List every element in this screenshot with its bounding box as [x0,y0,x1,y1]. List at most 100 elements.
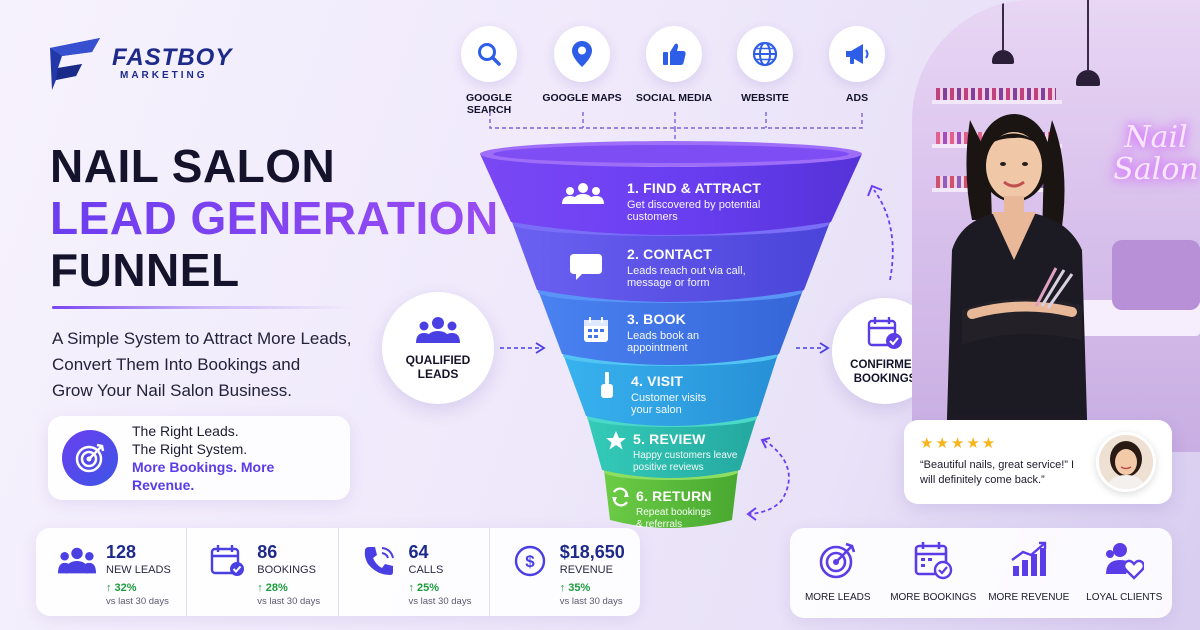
arrow-right-icon [796,342,830,354]
stage-title: 2. CONTACT [627,246,712,262]
stats-panel: 128 NEW LEADS ↑ 32% vs last 30 days 86 B… [36,528,640,616]
benefit-label: MORE BOOKINGS [890,592,977,603]
neon-sign: Nail Salon [1113,120,1199,187]
calendar-check-icon [914,542,953,580]
stat-period: vs last 30 days [408,596,472,607]
confirmed-bookings-label: CONFIRMED BOOKINGS [850,359,920,385]
map-pin-icon [554,26,610,82]
source-label: SOCIAL MEDIA [635,92,713,104]
benefit-label: LOYAL CLIENTS [1086,592,1163,603]
tagline-line-2: The Right System. [132,441,248,457]
source-google-maps[interactable]: GOOGLE MAPS [537,26,627,104]
nail-polish-icon [601,372,613,398]
lamp [1076,70,1100,86]
funnel-stage-6: 6. RETURN Repeat bookings & referrals [636,488,736,531]
people-icon [416,317,460,343]
funnel-stage-3: 3. BOOK Leads book an appointment [627,311,757,354]
stat-change: ↑ 35% [559,582,591,594]
review-card: ★★★★★ “Beautiful nails, great service!” … [904,420,1172,504]
subtitle-line: Convert Them Into Bookings and [52,355,301,374]
salon-chair [1112,240,1200,310]
funnel-stage-return [604,470,738,528]
funnel-stage-4: 4. VISIT Customer visits your salon [631,373,751,416]
star-icon [606,431,626,450]
stat-label: REVENUE [559,564,613,576]
tagline-line-1: The Right Leads. [132,423,239,439]
refresh-icon [612,487,629,507]
calendar-check-icon [867,317,902,349]
brand-logo[interactable]: FASTBOY MARKETING [46,34,232,92]
stage-description: Customer visits your salon [631,392,707,416]
fastboy-logo-icon [50,38,100,90]
stat-label: BOOKINGS [257,564,316,576]
stat-value: 86 [257,542,278,562]
benefit-more-bookings: MORE BOOKINGS [887,540,979,618]
stat-change: ↑ 25% [408,582,440,594]
megaphone-icon [829,26,885,82]
salon-scene: Nail Salon [912,0,1200,452]
source-social-media[interactable]: SOCIAL MEDIA [629,26,719,104]
stage-title: 5. REVIEW [633,431,706,447]
growth-chart-icon [1011,541,1046,576]
lamp [992,50,1014,64]
source-label: GOOGLE MAPS [542,92,622,104]
target-icon [62,430,118,486]
funnel-stage-review [587,416,757,478]
qualified-leads-badge: QUALIFIED LEADS [382,292,494,404]
stat-revenue: $ $18,650 REVENUE ↑ 35% vs last 30 days [490,528,640,616]
stat-label: NEW LEADS [106,564,171,576]
benefit-label: MORE LEADS [804,592,871,603]
source-website[interactable]: WEBSITE [720,26,810,104]
star-rating: ★★★★★ [920,435,998,452]
stat-period: vs last 30 days [257,596,321,607]
stage-description: Repeat bookings & referrals [636,507,712,530]
title-line-1: NAIL SALON [50,140,336,192]
people-icon [562,183,604,204]
benefit-label: MORE REVENUE [988,592,1070,603]
stat-value: 128 [106,542,137,562]
funnel-stage-2: 2. CONTACT Leads reach out via call, mes… [627,246,777,289]
stage-description: Happy customers leave positive reviews [633,450,738,473]
svg-text:$: $ [525,552,535,571]
funnel-stage-1: 1. FIND & ATTRACT Get discovered by pote… [627,180,787,223]
subtitle-line: A Simple System to Attract More Leads, [52,329,352,348]
source-label: WEBSITE [741,92,789,104]
curved-arrow-icon [867,184,894,281]
stat-change: ↑ 28% [257,582,288,594]
dollar-icon: $ [514,545,545,577]
source-label: ADS [845,92,869,104]
benefit-more-revenue: MORE REVENUE [983,540,1075,618]
funnel-stage-5: 5. REVIEW Happy customers leave positive… [633,431,753,474]
stage-title: 1. FIND & ATTRACT [627,180,762,196]
brand-subtitle: MARKETING [120,69,208,81]
lamp-cord [1002,0,1004,50]
brand-name: FASTBOY [112,43,233,71]
target-icon [819,542,855,579]
people-icon [58,547,96,574]
source-ads[interactable]: ADS [812,26,902,104]
stat-calls: 64 CALLS ↑ 25% vs last 30 days [339,528,490,616]
source-google-search[interactable]: GOOGLE SEARCH [444,26,534,116]
source-label: GOOGLE SEARCH [465,92,513,116]
benefit-more-leads: MORE LEADS [792,540,884,618]
search-icon [461,26,517,82]
curved-arrow-icon [746,437,790,521]
calendar-check-icon [211,545,245,576]
qualified-leads-label: QUALIFIED LEADS [405,353,471,381]
tagline-line-3: More Bookings. More Revenue. [132,459,275,493]
globe-icon [737,26,793,82]
funnel-stage-contact [512,222,830,302]
page-title: NAIL SALON LEAD GENERATION FUNNEL [50,140,499,296]
funnel-stage-visit [563,354,778,426]
stat-change: ↑ 32% [106,582,137,594]
stage-title: 6. RETURN [636,488,712,504]
stage-title: 3. BOOK [627,311,686,327]
heart-user-icon [1106,543,1145,580]
thumbs-up-icon [646,26,702,82]
chat-bubble-icon [570,254,602,280]
stage-title: 4. VISIT [631,373,684,389]
calendar-icon [584,317,608,342]
stat-value: 64 [408,542,429,562]
benefits-panel: MORE LEADS MORE BOOKINGS MORE REVENUE LO… [790,528,1172,618]
stat-period: vs last 30 days [106,596,169,607]
